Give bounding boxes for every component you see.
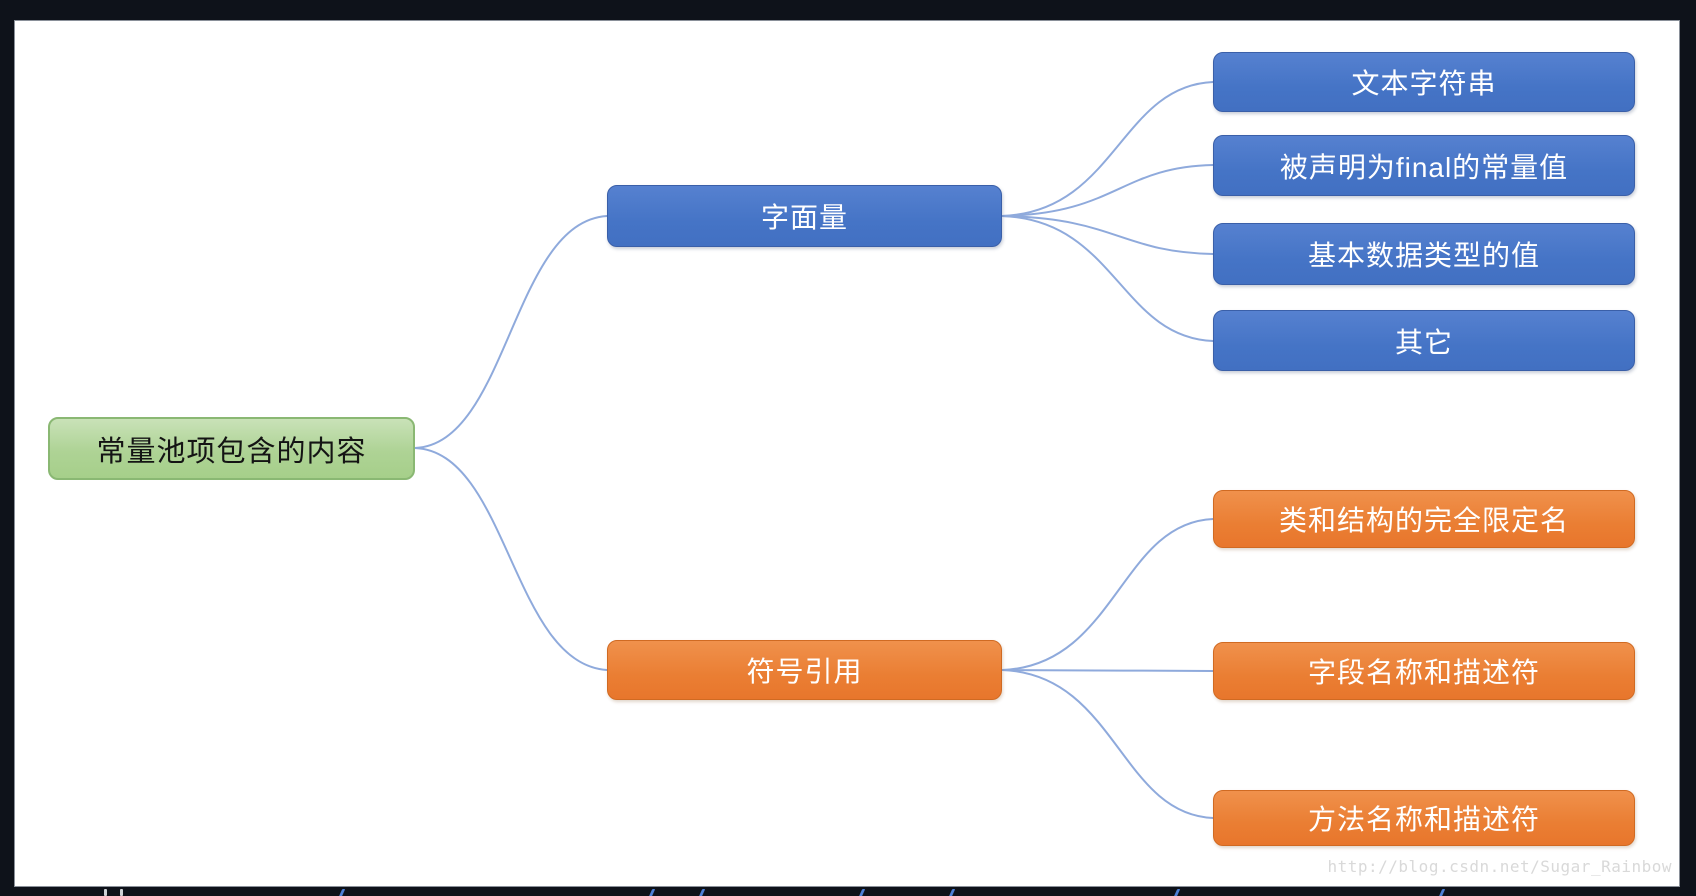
- cutoff-text-fragment: [647, 889, 656, 896]
- leaf-node-other: 其它: [1213, 310, 1635, 371]
- bottom-cutoff-strip: [0, 888, 1696, 896]
- cutoff-text-fragment: [1172, 889, 1181, 896]
- watermark-url: http://blog.csdn.net/Sugar_Rainbow: [1327, 857, 1672, 876]
- leaf-node-field-descriptor: 字段名称和描述符: [1213, 642, 1635, 700]
- cutoff-text-fragment: [120, 889, 123, 896]
- cutoff-text-fragment: [1437, 889, 1446, 896]
- cutoff-text-fragment: [104, 889, 107, 896]
- cutoff-text-fragment: [947, 889, 956, 896]
- branch-node-symbolic-reference: 符号引用: [607, 640, 1002, 700]
- leaf-node-primitive-value: 基本数据类型的值: [1213, 223, 1635, 285]
- cutoff-text-fragment: [697, 889, 706, 896]
- root-node-constant-pool: 常量池项包含的内容: [48, 417, 415, 480]
- leaf-node-qualified-name: 类和结构的完全限定名: [1213, 490, 1635, 548]
- leaf-node-text-string: 文本字符串: [1213, 52, 1635, 112]
- cutoff-text-fragment: [337, 889, 346, 896]
- cutoff-text-fragment: [857, 889, 866, 896]
- branch-node-literal: 字面量: [607, 185, 1002, 247]
- leaf-node-method-descriptor: 方法名称和描述符: [1213, 790, 1635, 846]
- leaf-node-final-constant: 被声明为final的常量值: [1213, 135, 1635, 196]
